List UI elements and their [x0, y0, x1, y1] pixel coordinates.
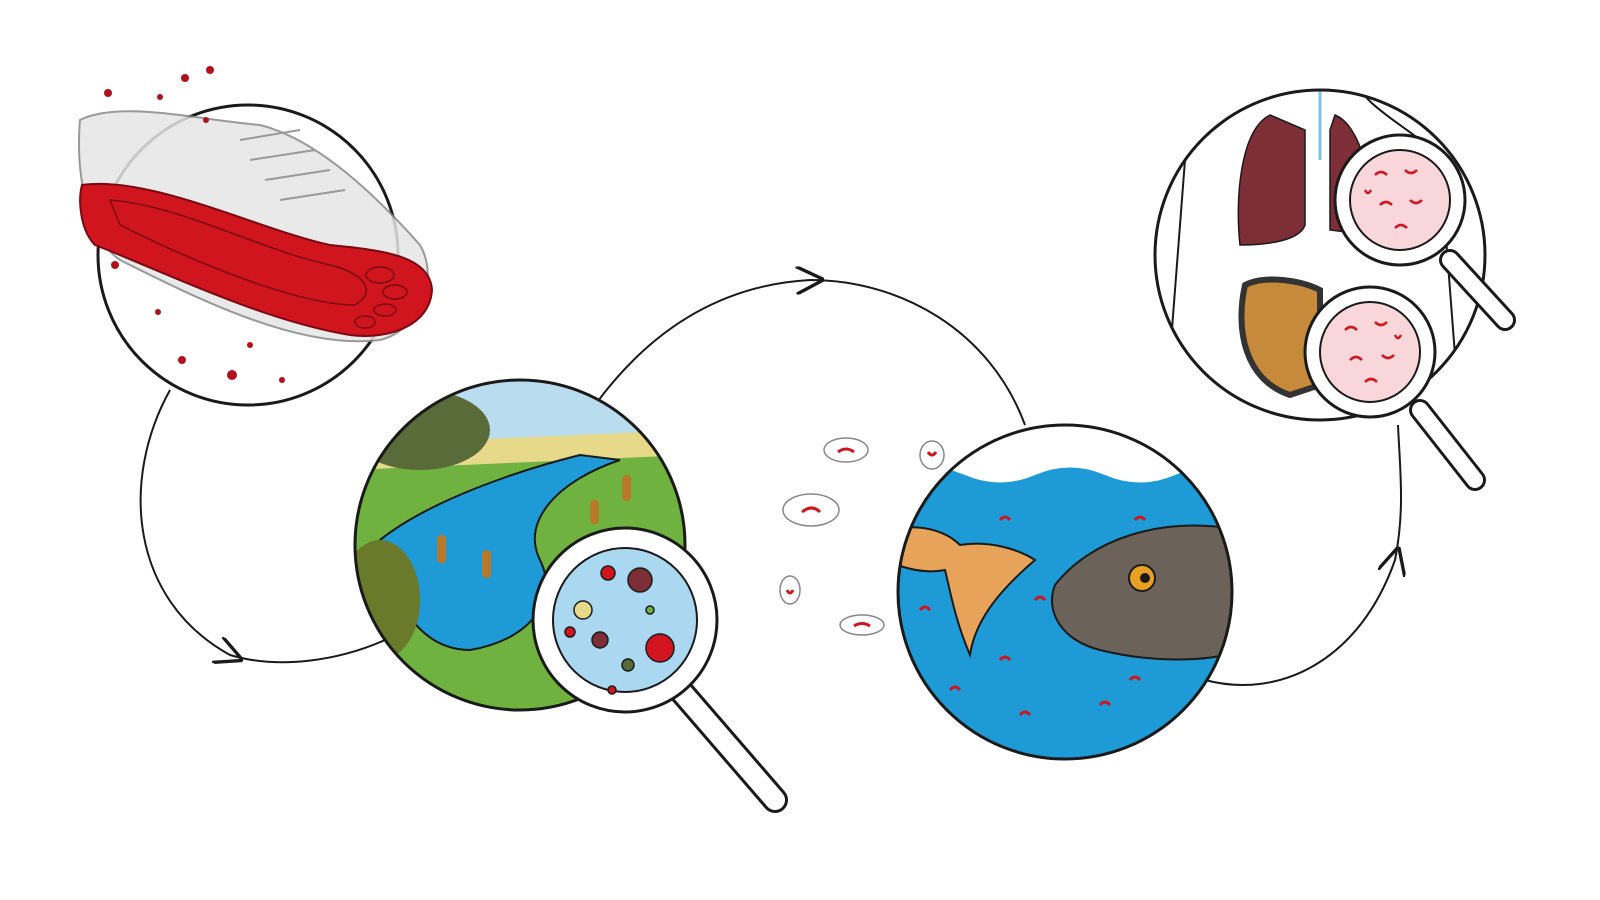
plastic-particles [104, 66, 285, 383]
big-fish [1051, 524, 1232, 661]
shoe-stage [78, 66, 434, 407]
fish-stage [779, 423, 1234, 761]
particles-in-lungs [1363, 169, 1423, 229]
cycle-arrows [139, 280, 1401, 686]
cattails [437, 475, 631, 578]
river-stage [353, 378, 788, 813]
arrow-shoe-to-river [139, 389, 386, 662]
magnifier-lungs [1333, 133, 1516, 331]
particles-in-lens [564, 565, 675, 695]
magnifier-microplastics [531, 526, 788, 813]
human-stage [1153, 88, 1516, 491]
plastic-particles-water [918, 515, 1147, 717]
intestines [1238, 276, 1323, 399]
small-fish [898, 526, 1037, 659]
lung-left [1237, 114, 1306, 246]
magnifier-intestines [1303, 285, 1486, 491]
shoe-illustration [78, 110, 434, 343]
arrow-river-to-fish [594, 280, 1026, 426]
floating-microplastic-fragments [785, 447, 938, 628]
particles-in-intestines [1344, 321, 1403, 383]
shoe-toe-marks [354, 266, 408, 329]
shoe-laces [239, 129, 346, 201]
tree [355, 390, 490, 470]
river-water [378, 453, 621, 652]
arrow-fish-to-human [1204, 424, 1401, 686]
